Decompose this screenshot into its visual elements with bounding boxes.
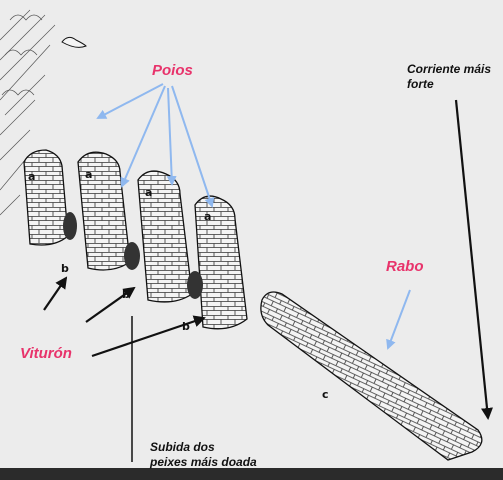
mark-a-1: a <box>28 170 35 183</box>
vituron-arrows <box>43 276 206 358</box>
rabo-wall <box>260 291 483 461</box>
vituron-arrow-1 <box>43 276 68 311</box>
poio-3 <box>137 170 193 303</box>
mark-a-3: a <box>145 186 152 199</box>
poios-arrow-1 <box>96 83 164 119</box>
label-corriente-line-2: forte <box>407 77 434 91</box>
poios-arrow-4 <box>171 85 215 208</box>
mark-b-3: b <box>182 320 190 333</box>
vituron-arrow-2 <box>85 286 136 323</box>
label-subida: Subida dos peixes máis doada <box>150 440 257 470</box>
label-subida-line-1: Subida dos <box>150 440 215 454</box>
current-arrow <box>454 99 493 420</box>
poios-arrow-3 <box>166 87 177 186</box>
label-subida-line-2: peixes máis doada <box>150 455 257 469</box>
rabo-arrow <box>386 289 411 350</box>
poio-1 <box>23 149 69 246</box>
mark-a-2: a <box>85 168 92 181</box>
poio-4 <box>194 195 248 330</box>
poio-2 <box>77 151 131 271</box>
riverbank-hatching <box>0 9 56 216</box>
vituron-arrow-3 <box>91 315 206 358</box>
mark-b-1: b <box>61 262 69 275</box>
mark-a-4: a <box>204 210 211 223</box>
label-corriente-line-1: Corriente máis <box>407 62 492 76</box>
poios-arrow-2 <box>120 85 166 188</box>
bottom-edge <box>0 468 503 480</box>
label-vituron: Viturón <box>20 345 72 362</box>
small-rock <box>61 36 87 48</box>
poios-arrows <box>96 83 215 208</box>
mark-c: c <box>322 388 329 401</box>
label-rabo: Rabo <box>386 258 424 275</box>
label-poios: Poios <box>152 62 193 79</box>
vituron-gaps <box>63 212 203 299</box>
label-corriente: Corriente máis forte <box>407 62 491 92</box>
